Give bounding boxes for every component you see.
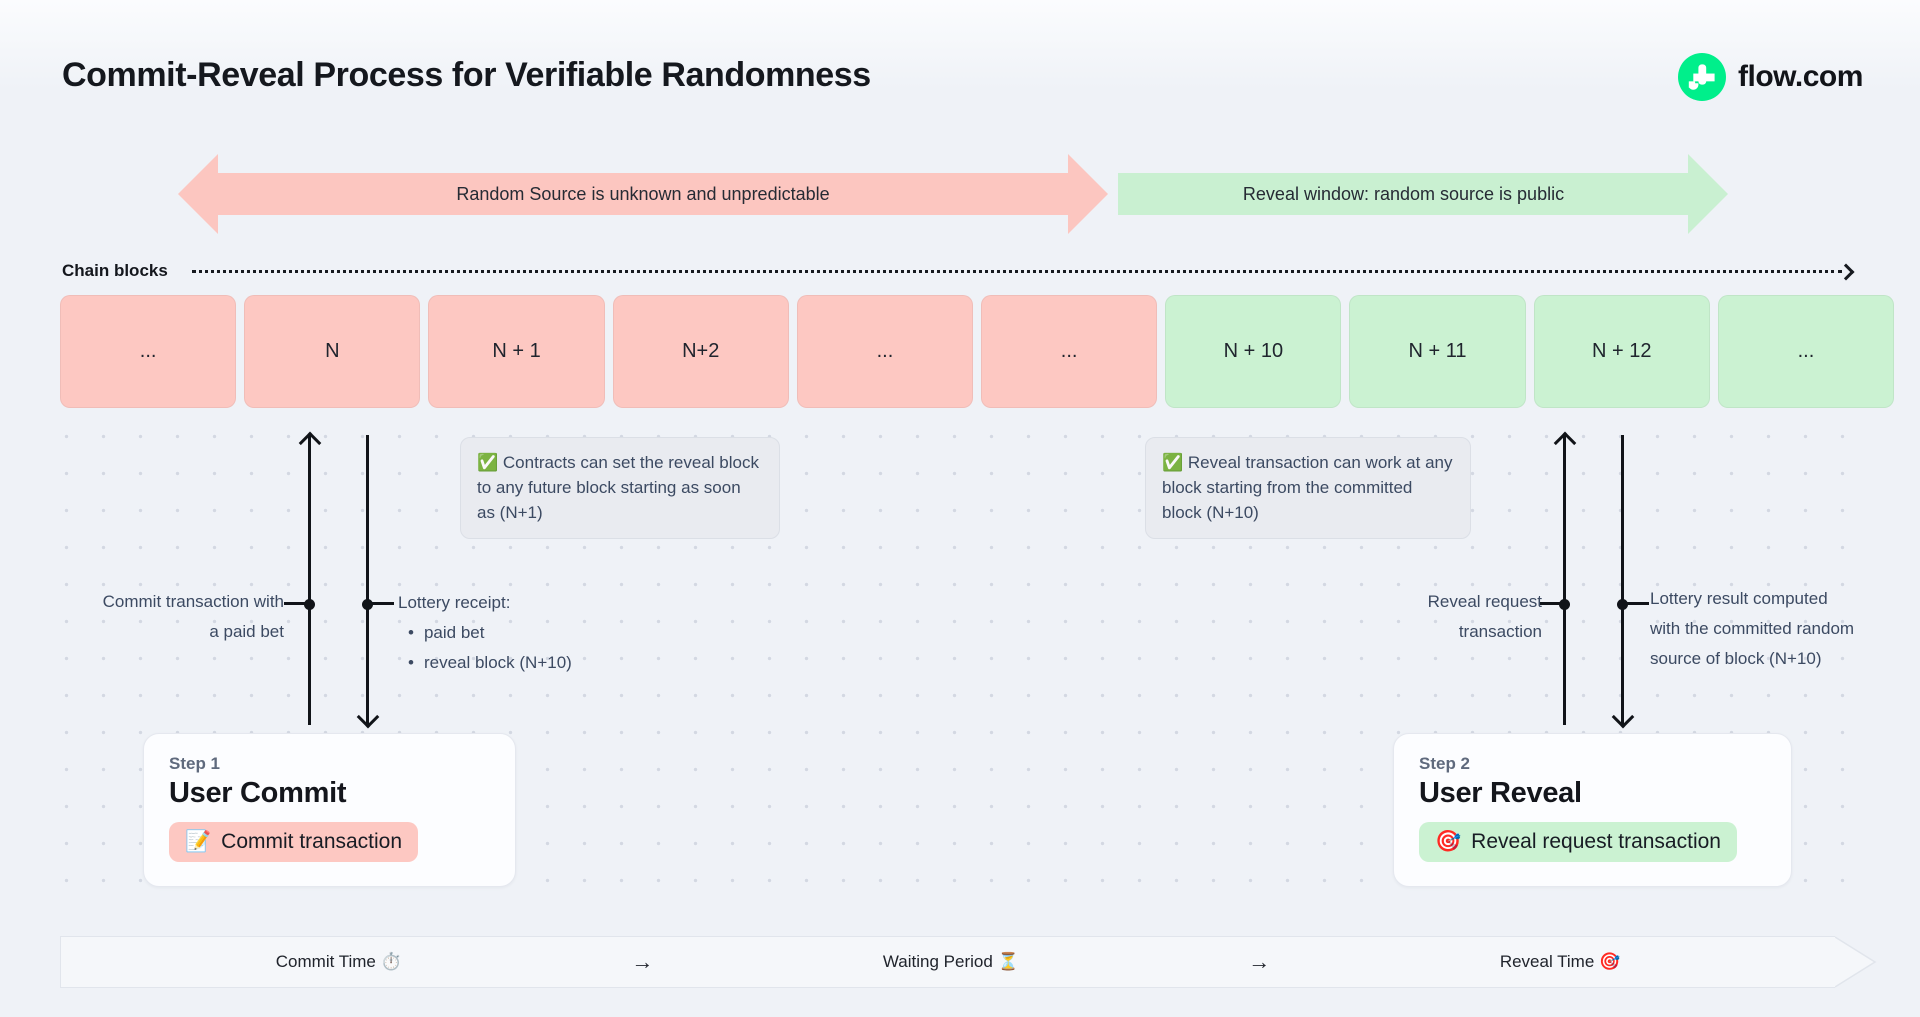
commit-band-label: Random Source is unknown and unpredictab… bbox=[456, 183, 830, 204]
chain-block: ... bbox=[60, 295, 237, 408]
result-down-arrow bbox=[1621, 435, 1624, 725]
chain-block: N + 11 bbox=[1349, 295, 1526, 408]
lottery-receipt-title: Lottery receipt: bbox=[398, 593, 511, 612]
reveal-band-label: Reveal window: random source is public bbox=[1242, 183, 1565, 204]
timeline-bar: Commit Time ⏱️ → Waiting Period ⏳ → Reve… bbox=[60, 936, 1835, 988]
connector-line bbox=[372, 602, 394, 605]
timeline-arrow: → bbox=[1248, 949, 1271, 974]
memo-icon: 📝 bbox=[185, 830, 212, 853]
reveal-up-arrow bbox=[1563, 435, 1566, 725]
brand-name: flow.com bbox=[1738, 60, 1863, 93]
receipt-down-arrow bbox=[366, 435, 369, 725]
commit-phase-band: Random Source is unknown and unpredictab… bbox=[178, 154, 1108, 234]
commit-transaction-pill: 📝 Commit transaction bbox=[169, 822, 419, 862]
stopwatch-icon: ⏱️ bbox=[380, 952, 402, 971]
timeline-stage-waiting: Waiting Period ⏳ bbox=[882, 952, 1019, 971]
target-icon: 🎯 bbox=[1599, 952, 1621, 971]
step1-label: Step 1 bbox=[169, 754, 221, 773]
reveal-note-box: ✅ Reveal transaction can work at any blo… bbox=[1145, 437, 1471, 540]
step2-label: Step 2 bbox=[1419, 754, 1471, 773]
step2-title: User Reveal bbox=[1419, 777, 1582, 809]
connector-line bbox=[1539, 602, 1560, 605]
connector-dot bbox=[362, 599, 373, 610]
commit-note-text: Contracts can set the reveal block to an… bbox=[477, 453, 759, 522]
chain-arrowhead-icon bbox=[1837, 263, 1855, 281]
chain-blocks-label: Chain blocks bbox=[62, 261, 168, 280]
connector-line bbox=[284, 602, 305, 605]
commit-up-arrow bbox=[308, 435, 311, 725]
receipt-item: paid bet bbox=[408, 618, 572, 648]
reveal-note-text: Reveal transaction can work at any block… bbox=[1162, 453, 1453, 522]
check-icon: ✅ bbox=[477, 453, 499, 472]
connector-line bbox=[1627, 602, 1649, 605]
chain-dotted-line bbox=[192, 270, 1842, 273]
chain-blocks-row: ... N N + 1 N+2 ... ... N + 10 N + 11 N … bbox=[60, 295, 1895, 408]
connector-dot bbox=[1559, 599, 1570, 610]
chain-block: N + 12 bbox=[1533, 295, 1710, 408]
timeline-stage-commit: Commit Time ⏱️ bbox=[275, 952, 402, 971]
commit-note-box: ✅ Contracts can set the reveal block to … bbox=[460, 437, 780, 540]
pill-label: Commit transaction bbox=[221, 830, 403, 853]
reveal-request-label: Reveal request transaction bbox=[1427, 592, 1542, 641]
receipt-item: reveal block (N+10) bbox=[408, 648, 572, 678]
reveal-request-pill: 🎯 Reveal request transaction bbox=[1419, 822, 1737, 862]
connector-dot bbox=[304, 599, 315, 610]
step1-card: Step 1 User Commit 📝 Commit transaction bbox=[143, 733, 516, 887]
pill-label: Reveal request transaction bbox=[1471, 830, 1721, 853]
reveal-phase-band: Reveal window: random source is public bbox=[1118, 154, 1728, 234]
band-arrowhead-right-icon bbox=[1068, 154, 1108, 234]
lottery-receipt-label: Lottery receipt: paid bet reveal block (… bbox=[398, 588, 572, 677]
step1-title: User Commit bbox=[169, 777, 347, 809]
flow-brand-link[interactable]: flow.com bbox=[1678, 53, 1863, 101]
timeline-stage-reveal: Reveal Time 🎯 bbox=[1499, 952, 1621, 971]
page-title: Commit-Reveal Process for Verifiable Ran… bbox=[62, 56, 871, 94]
chain-block: N + 1 bbox=[428, 295, 605, 408]
chain-block: N+2 bbox=[612, 295, 789, 408]
step2-card: Step 2 User Reveal 🎯 Reveal request tran… bbox=[1393, 733, 1792, 887]
connector-dot bbox=[1617, 599, 1628, 610]
lottery-result-label: Lottery result computed with the committ… bbox=[1650, 589, 1855, 668]
chain-block: ... bbox=[796, 295, 974, 408]
chain-block: N bbox=[244, 295, 421, 408]
commit-transaction-label: Commit transaction with a paid bet bbox=[102, 592, 284, 641]
band-arrowhead-left-icon bbox=[178, 154, 218, 234]
timeline-tip-icon bbox=[1835, 936, 1877, 988]
chain-block: N + 10 bbox=[1165, 295, 1342, 408]
check-icon: ✅ bbox=[1162, 453, 1184, 472]
timeline-arrow: → bbox=[631, 949, 654, 974]
chain-block: ... bbox=[981, 295, 1158, 408]
target-icon: 🎯 bbox=[1435, 830, 1462, 853]
hourglass-icon: ⏳ bbox=[997, 952, 1019, 971]
flow-logo-icon bbox=[1678, 53, 1726, 101]
band-arrowhead-right-icon bbox=[1688, 154, 1728, 234]
chain-block: ... bbox=[1717, 295, 1895, 408]
